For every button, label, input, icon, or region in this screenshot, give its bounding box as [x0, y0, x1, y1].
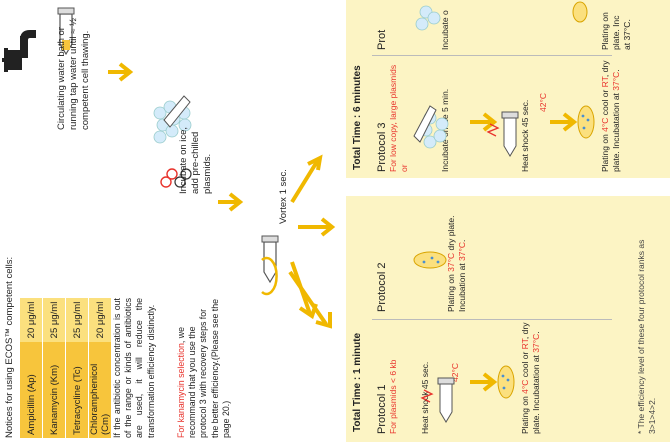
petri-dish-icon: [577, 105, 595, 139]
arrow-icon: [550, 112, 578, 132]
heat-tube-icon: [420, 377, 455, 423]
faucet-icon: [2, 30, 36, 72]
ice-tube-icon: [413, 105, 449, 149]
arrow-icon: [470, 372, 498, 392]
petri-dish-icon: [413, 251, 447, 269]
arrow-icon: [288, 270, 332, 329]
arrow-icon: [298, 217, 336, 237]
vortex-tube-icon: [261, 235, 279, 296]
ice-tube-icon: [415, 5, 441, 31]
petri-dish-icon: [572, 1, 588, 23]
ice-bucket-icon: [153, 95, 192, 188]
arrow-icon: [470, 112, 498, 132]
arrow-icon: [108, 62, 134, 82]
arrow-icon: [290, 154, 323, 204]
tube-icon: [57, 7, 75, 56]
petri-dish-icon: [497, 365, 515, 399]
arrow-icon: [218, 192, 244, 212]
heat-tube-icon: [486, 111, 519, 157]
